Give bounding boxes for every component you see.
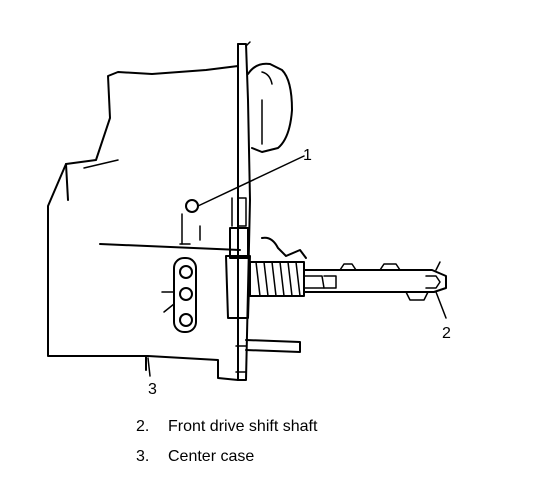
legend-label: Front drive shift shaft [168, 418, 318, 435]
legend-row: 2. Front drive shift shaft [136, 418, 317, 448]
legend-row: 3. Center case [136, 448, 317, 478]
callout-1: 1 [303, 147, 312, 164]
front-drive-shift-shaft [303, 261, 447, 301]
callout-2: 2 [442, 325, 451, 342]
center-case-body [47, 43, 239, 381]
shift-spring [249, 236, 307, 297]
legend-number: 2. [136, 418, 150, 435]
lower-rail [245, 339, 301, 353]
lock-ball [179, 199, 201, 245]
case-flange [237, 43, 251, 381]
callout-3: 3 [148, 381, 157, 398]
bearing-cap [247, 62, 293, 153]
bolt-bosses [161, 257, 197, 333]
leader-line-3 [147, 357, 151, 377]
shift-fork-housing [225, 197, 251, 319]
parts-legend: 2. Front drive shift shaft 3. Center cas… [136, 418, 317, 478]
case-parting-line [99, 243, 241, 251]
legend-number: 3. [136, 448, 150, 465]
leader-line-2 [435, 291, 447, 319]
leader-line-1 [197, 155, 305, 207]
legend-label: Center case [168, 448, 255, 465]
